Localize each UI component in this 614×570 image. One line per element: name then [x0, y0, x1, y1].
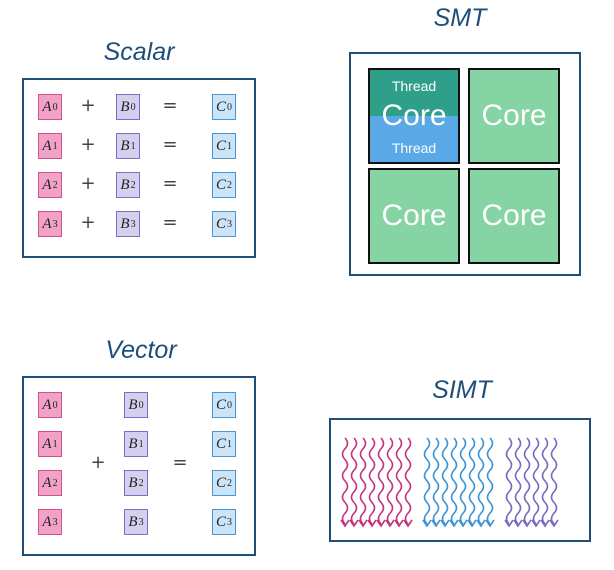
smt-core-4: Core [468, 168, 560, 264]
simt-arrowhead-g2-0 [504, 519, 514, 528]
smt-panel: Thread Core Thread Core Core Core [349, 52, 581, 276]
simt-arrowhead-g1-1 [431, 519, 441, 528]
simt-thread-g0-4 [377, 437, 385, 525]
simt-arrowhead-g2-4 [540, 519, 550, 528]
simt-thread-g1-5 [468, 437, 476, 525]
simt-arrowhead-g2-5 [549, 519, 559, 528]
thread-top-region [370, 70, 458, 116]
thread-top-label: Thread [391, 78, 437, 94]
smt-core-with-threads: Thread Core Thread [368, 68, 460, 164]
simt-thread-g1-0 [423, 437, 431, 525]
simt-arrowhead-g1-2 [440, 519, 450, 528]
simt-arrowhead-g0-1 [349, 519, 359, 528]
simt-arrowhead-g1-5 [467, 519, 477, 528]
simt-arrowhead-g0-0 [340, 519, 350, 528]
scalar-plus-2: + [80, 173, 96, 194]
scalar-plus-3: + [80, 212, 96, 233]
simt-arrowhead-g1-6 [476, 519, 486, 528]
simt-thread-g0-3 [368, 437, 376, 525]
vector-equals-operator: = [172, 452, 188, 473]
simt-threads-diagram [340, 437, 559, 528]
simt-thread-g1-7 [486, 437, 494, 525]
simt-thread-g0-2 [359, 437, 367, 525]
smt-title: SMT [433, 4, 487, 32]
simt-arrowhead-g0-4 [376, 519, 386, 528]
simt-thread-g2-2 [523, 437, 531, 525]
simt-arrowhead-g0-6 [394, 519, 404, 528]
scalar-equals-2: = [162, 173, 178, 194]
vector-plus-operator: + [90, 452, 106, 473]
simt-thread-g2-5 [550, 437, 558, 525]
simt-arrowhead-g2-3 [531, 519, 541, 528]
simt-arrowhead-g1-4 [458, 519, 468, 528]
smt-core-2: Core [468, 68, 560, 164]
thread-bottom-region [370, 116, 458, 162]
scalar-equals-1: = [162, 134, 178, 155]
simt-arrowhead-g1-3 [449, 519, 459, 528]
simt-thread-g0-5 [386, 437, 394, 525]
scalar-title: Scalar [103, 38, 175, 66]
simt-panel [329, 418, 591, 542]
simt-thread-g1-4 [459, 437, 467, 525]
simt-title: SIMT [432, 376, 492, 404]
simt-thread-g2-4 [541, 437, 549, 525]
simt-arrowhead-g1-0 [422, 519, 432, 528]
simt-thread-g0-6 [395, 437, 403, 525]
simt-thread-g1-1 [432, 437, 440, 525]
scalar-plus-0: + [80, 95, 96, 116]
core-label: Core [381, 99, 447, 132]
scalar-plus-1: + [80, 134, 96, 155]
simt-thread-g2-3 [532, 437, 540, 525]
simt-thread-g2-0 [505, 437, 513, 525]
simt-thread-g1-3 [450, 437, 458, 525]
simt-thread-g2-1 [514, 437, 522, 525]
simt-thread-g0-1 [350, 437, 358, 525]
simt-thread-g1-2 [441, 437, 449, 525]
simt-arrowhead-g2-2 [522, 519, 532, 528]
simt-thread-g0-7 [404, 437, 412, 525]
simt-arrowhead-g0-2 [358, 519, 368, 528]
vector-title: Vector [105, 336, 177, 364]
simt-arrowhead-g1-7 [485, 519, 495, 528]
simt-arrowhead-g0-3 [367, 519, 377, 528]
simt-arrowhead-g2-1 [513, 519, 523, 528]
simt-thread-g0-0 [341, 437, 349, 525]
simt-arrowhead-g0-7 [403, 519, 413, 528]
scalar-equals-3: = [162, 212, 178, 233]
smt-core-3: Core [368, 168, 460, 264]
thread-bottom-label: Thread [391, 140, 437, 156]
simt-thread-g1-6 [477, 437, 485, 525]
scalar-equals-0: = [162, 95, 178, 116]
simt-arrowhead-g0-5 [385, 519, 395, 528]
